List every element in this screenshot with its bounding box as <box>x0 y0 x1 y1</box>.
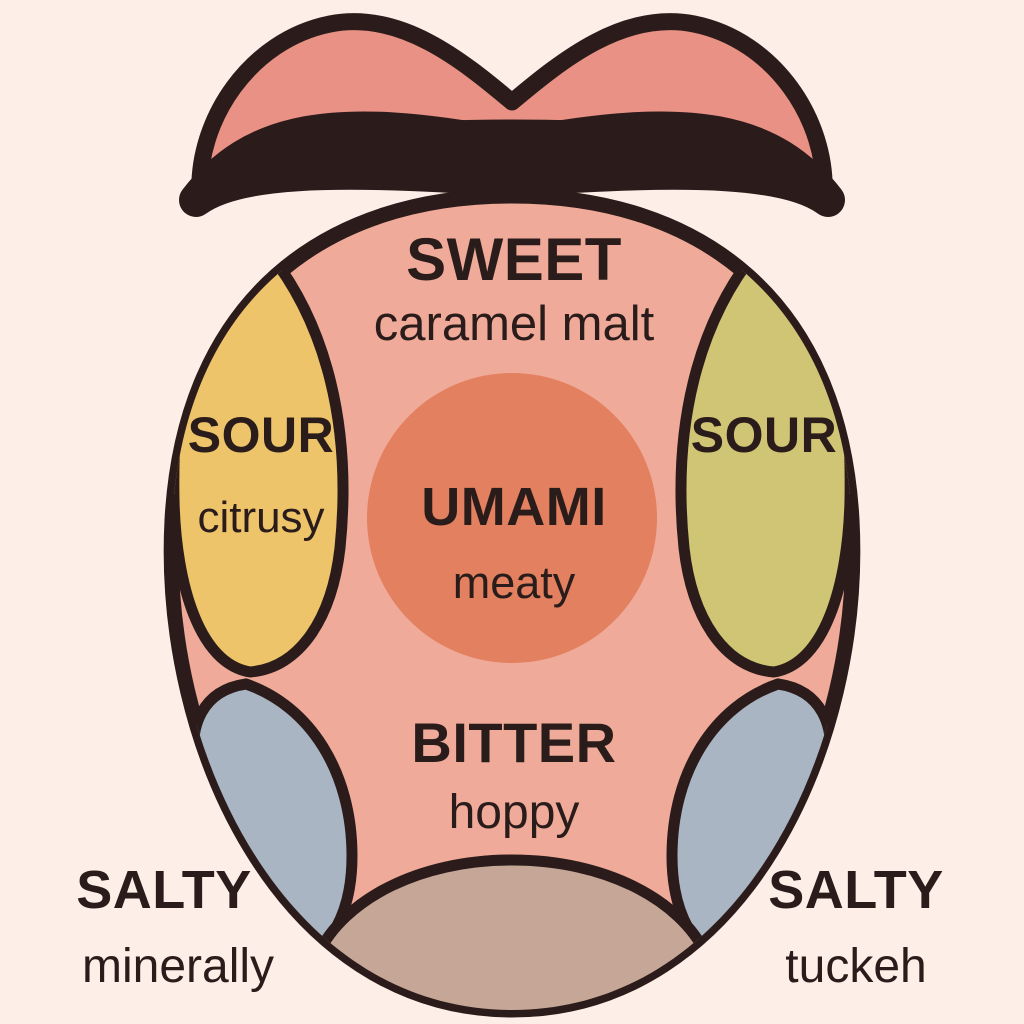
zone-label-salty-left: SALTY minerally <box>76 860 274 993</box>
zone-label-salty-right: SALTY tuckeh <box>768 860 944 993</box>
sour-left-subtitle: citrusy <box>197 493 324 542</box>
zone-label-umami: UMAMI meaty <box>421 477 606 608</box>
salty-left-title: SALTY <box>76 860 252 920</box>
salty-right-title: SALTY <box>768 860 944 920</box>
zone-label-sour-right: SOUR <box>691 407 837 463</box>
salty-right-subtitle: tuckeh <box>785 940 926 993</box>
umami-subtitle: meaty <box>453 557 576 608</box>
sweet-title: SWEET <box>406 226 622 293</box>
zone-label-sweet: SWEET caramel malt <box>374 226 655 351</box>
zone-label-sour-left: SOUR citrusy <box>188 407 334 542</box>
zone-label-bitter: BITTER hoppy <box>411 711 616 839</box>
bitter-subtitle: hoppy <box>449 786 580 839</box>
umami-title: UMAMI <box>421 477 606 537</box>
zone-shape-umami[interactable] <box>367 373 657 663</box>
sweet-subtitle: caramel malt <box>374 297 655 351</box>
tongue-tip-shape[interactable] <box>311 854 713 1024</box>
mouth-lips-group <box>179 13 845 217</box>
sour-left-title: SOUR <box>188 407 334 463</box>
sour-right-title: SOUR <box>691 407 837 463</box>
bitter-title: BITTER <box>411 711 616 774</box>
mouth-opening-shape <box>179 111 845 217</box>
salty-left-subtitle: minerally <box>82 940 274 993</box>
